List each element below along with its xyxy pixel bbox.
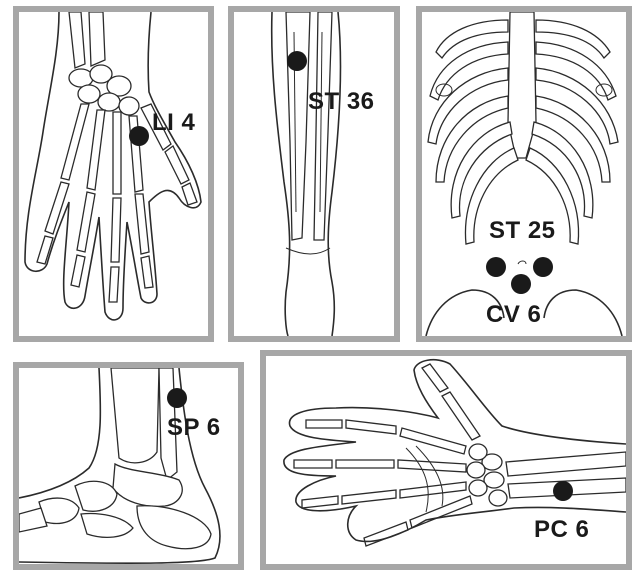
hand-panel: LI 4 [13,6,214,342]
li4-point-label: LI 4 [152,109,195,137]
leg-panel: ST 36 [228,6,400,342]
li4-point-marker [129,126,149,146]
pc6-point-label: PC 6 [534,516,589,544]
sp6-point-marker [167,388,187,408]
st25-left-point-marker [486,257,506,277]
ankle-skeleton-illustration [19,368,238,564]
cv6-point-marker [511,274,531,294]
st36-point-marker [287,51,307,71]
abdomen-panel: ST 25 CV 6 [416,6,632,342]
cv6-point-label: CV 6 [486,301,541,329]
st36-point-label: ST 36 [308,88,375,116]
pc6-point-marker [553,481,573,501]
st25-point-label: ST 25 [489,217,556,245]
sp6-point-label: SP 6 [167,414,221,442]
ankle-panel: SP 6 [13,362,244,570]
st25-right-point-marker [533,257,553,277]
hand-skeleton-illustration [19,12,208,336]
lower-leg-skeleton-illustration [234,12,394,336]
wrist-panel: PC 6 [260,350,632,570]
